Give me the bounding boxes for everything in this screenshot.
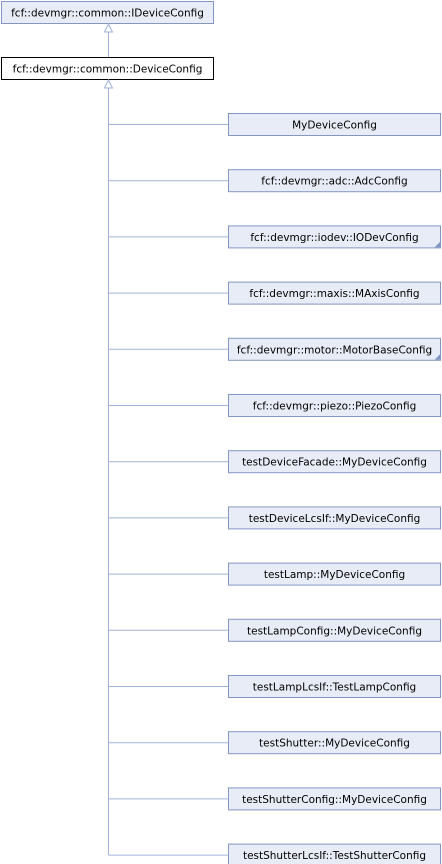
inheritance-arrow-icon bbox=[103, 78, 114, 89]
derived-class-node[interactable]: testLampLcsIf::TestLampConfig bbox=[228, 675, 441, 698]
derived-class-node[interactable]: testShutterLcsIf::TestShutterConfig bbox=[228, 843, 441, 864]
derived-class-node[interactable]: testShutter::MyDeviceConfig bbox=[228, 731, 441, 755]
derived-class-node-label: MyDeviceConfig bbox=[292, 120, 377, 132]
derived-class-node-label: fcf::devmgr::piezo::PiezoConfig bbox=[253, 401, 416, 413]
derived-class-node[interactable]: testLampConfig::MyDeviceConfig bbox=[228, 618, 441, 642]
derived-class-node-box bbox=[228, 562, 441, 586]
derived-class-node-label: testShutterConfig::MyDeviceConfig bbox=[242, 794, 427, 806]
inheritance-arrow-icon bbox=[103, 22, 114, 33]
parent-class-node[interactable]: fcf::devmgr::common::DeviceConfig bbox=[1, 57, 214, 80]
derived-class-node[interactable]: fcf::devmgr::adc::AdcConfig bbox=[228, 169, 441, 193]
derived-class-node-label: fcf::devmgr::motor::MotorBaseConfig bbox=[237, 344, 432, 356]
derived-class-node-box bbox=[228, 394, 441, 417]
derived-class-node[interactable]: testShutterConfig::MyDeviceConfig bbox=[228, 787, 441, 811]
derived-class-node[interactable]: testLamp::MyDeviceConfig bbox=[228, 562, 441, 586]
derived-class-node[interactable]: fcf::devmgr::maxis::MAxisConfig bbox=[228, 281, 441, 305]
parent-class-node-label: fcf::devmgr::common::DeviceConfig bbox=[13, 64, 203, 76]
derived-class-node-label: testDeviceFacade::MyDeviceConfig bbox=[242, 457, 427, 469]
derived-class-node-box bbox=[228, 225, 441, 249]
derived-class-node[interactable]: fcf::devmgr::motor::MotorBaseConfig bbox=[228, 337, 441, 361]
derived-class-node-box bbox=[228, 731, 441, 755]
derived-class-node-label: testLamp::MyDeviceConfig bbox=[264, 569, 405, 581]
derived-class-node-box bbox=[228, 169, 441, 193]
derived-class-node-box bbox=[228, 281, 441, 305]
base-class-node[interactable]: fcf::devmgr::common::IDeviceConfig bbox=[1, 1, 214, 24]
derived-class-node-box bbox=[228, 843, 441, 864]
derived-class-node-label: fcf::devmgr::iodev::IODevConfig bbox=[250, 232, 418, 244]
derived-class-node-box bbox=[228, 506, 441, 530]
derived-class-node[interactable]: fcf::devmgr::piezo::PiezoConfig bbox=[228, 394, 441, 417]
derived-class-node-box bbox=[228, 787, 441, 811]
derived-class-node-label: testDeviceLcsIf::MyDeviceConfig bbox=[249, 513, 421, 525]
base-class-node-label: fcf::devmgr::common::IDeviceConfig bbox=[11, 8, 204, 20]
derived-class-node-label: fcf::devmgr::maxis::MAxisConfig bbox=[249, 288, 419, 300]
parent-class-node-box bbox=[1, 57, 214, 80]
derived-class-node-label: testShutter::MyDeviceConfig bbox=[259, 738, 410, 750]
derived-class-node-label: fcf::devmgr::adc::AdcConfig bbox=[261, 176, 407, 188]
derived-class-node[interactable]: testDeviceLcsIf::MyDeviceConfig bbox=[228, 506, 441, 530]
derived-class-node-box bbox=[228, 675, 441, 698]
base-class-node-box bbox=[1, 1, 214, 24]
derived-class-node-box bbox=[228, 450, 441, 474]
derived-class-node[interactable]: fcf::devmgr::iodev::IODevConfig bbox=[228, 225, 441, 249]
derived-class-node[interactable]: MyDeviceConfig bbox=[228, 113, 441, 136]
derived-class-node-box bbox=[228, 618, 441, 642]
derived-class-node[interactable]: testDeviceFacade::MyDeviceConfig bbox=[228, 450, 441, 474]
derived-class-node-box bbox=[228, 113, 441, 136]
derived-class-node-label: testShutterLcsIf::TestShutterConfig bbox=[243, 850, 426, 862]
truncated-marker-icon bbox=[434, 354, 440, 360]
truncated-marker-icon bbox=[434, 241, 440, 248]
derived-class-node-label: testLampLcsIf::TestLampConfig bbox=[253, 682, 416, 694]
derived-class-node-label: testLampConfig::MyDeviceConfig bbox=[247, 625, 422, 637]
derived-class-node-box bbox=[228, 337, 441, 361]
